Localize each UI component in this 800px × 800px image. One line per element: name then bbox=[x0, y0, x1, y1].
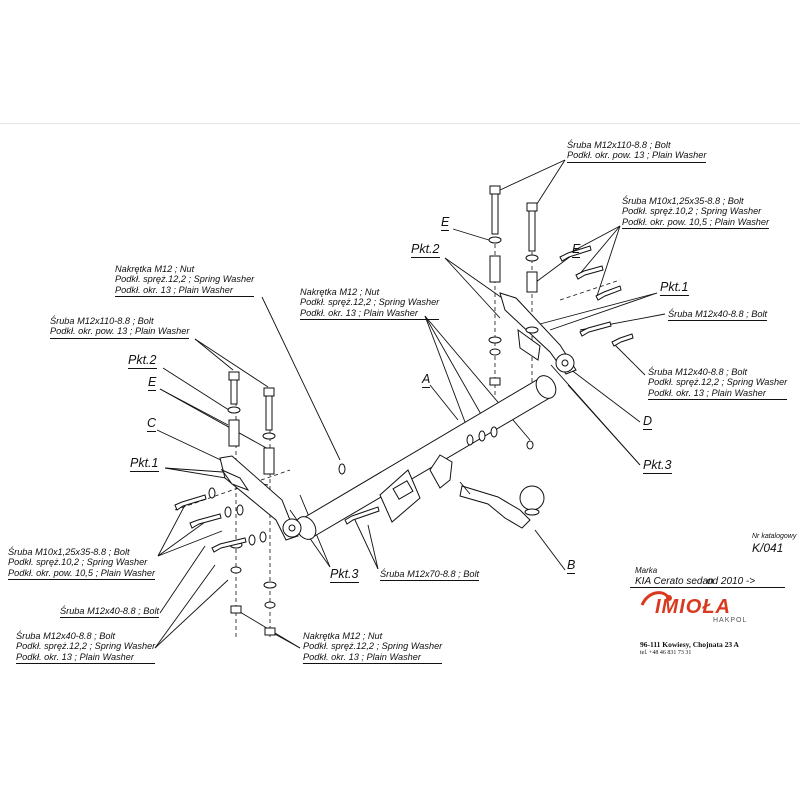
callout-pkt2-left: Pkt.2 bbox=[128, 353, 157, 369]
label-bottom-nut: Nakrętka M12 ; Nut Podkł. spręż.12,2 ; S… bbox=[303, 631, 443, 665]
callout-pkt2-top: Pkt.2 bbox=[411, 242, 440, 258]
callout-pkt1-top: Pkt.1 bbox=[660, 280, 689, 296]
callout-e-left: E bbox=[148, 375, 157, 391]
info-divider bbox=[630, 587, 785, 588]
car-years: od 2010 -> bbox=[707, 576, 756, 587]
left-bracket bbox=[219, 455, 302, 541]
callout-a: A bbox=[422, 372, 431, 388]
label-left-bolt-m12x110: Śruba M12x110-8.8 ; Bolt Podkł. okr. pow… bbox=[50, 316, 190, 339]
callout-c: C bbox=[147, 416, 157, 432]
car-model: KIA Cerato sedan bbox=[635, 576, 714, 587]
label-bottom-left-bolt-m12x40-group: Śruba M12x40-8.8 ; Bolt Podkł. spręż.12,… bbox=[16, 631, 156, 665]
ball-neck bbox=[379, 454, 545, 529]
callout-pkt3-left: Pkt.3 bbox=[330, 567, 359, 583]
label-mid-nut: Nakrętka M12 ; Nut Podkł. spręż.12,2 ; S… bbox=[300, 287, 440, 321]
label-top-bolt-m12x110: Śruba M12x110-8.8 ; Bolt Podkł. okr. pow… bbox=[567, 140, 707, 163]
label-bottom-left-bolt-m12x40: Śruba M12x40-8.8 ; Bolt bbox=[60, 606, 160, 619]
callout-e-top-right: E bbox=[572, 242, 581, 258]
small-bolts bbox=[174, 245, 634, 553]
callout-b: B bbox=[567, 558, 576, 574]
right-bracket bbox=[499, 292, 577, 375]
brand-phone: tel. +48 46 831 73 31 bbox=[640, 650, 692, 656]
top-divider bbox=[0, 123, 800, 124]
label-top-bolt-m10: Śruba M10x1,25x35-8.8 ; Bolt Podkł. sprę… bbox=[622, 196, 770, 230]
top-bolts bbox=[488, 185, 539, 386]
catalog-number: K/041 bbox=[752, 541, 784, 555]
left-bolts bbox=[227, 371, 277, 636]
assembly-axes bbox=[174, 195, 621, 640]
label-right-bolt-m12x40-b: Śruba M12x40-8.8 ; Bolt Podkł. spręż.12,… bbox=[648, 367, 788, 401]
label-right-bolt-m12x40-a: Śruba M12x40-8.8 ; Bolt bbox=[668, 309, 768, 322]
callout-e-top-left: E bbox=[441, 215, 450, 231]
make-label: Marka bbox=[635, 566, 658, 575]
brand-address: 96-111 Kowiesy, Chojnata 23 A bbox=[640, 640, 739, 649]
label-left-nut: Nakrętka M12 ; Nut Podkł. spręż.12,2 ; S… bbox=[115, 264, 255, 298]
callout-pkt1-left: Pkt.1 bbox=[130, 456, 159, 472]
brand-name: IMIOŁA bbox=[655, 596, 731, 618]
brand-logo-mark bbox=[640, 591, 672, 606]
callout-d: D bbox=[643, 414, 653, 430]
cross-bar bbox=[295, 375, 557, 540]
label-bolt-m12x70: Śruba M12x70-8.8 ; Bolt bbox=[380, 569, 480, 582]
catalog-label: Nr katalogowy bbox=[752, 533, 797, 540]
callout-pkt3-right: Pkt.3 bbox=[643, 458, 672, 474]
brand-sub: HAKPOL bbox=[713, 617, 748, 624]
label-bottom-left-bolt-m10: Śruba M10x1,25x35-8.8 ; Bolt Podkł. sprę… bbox=[8, 547, 156, 581]
